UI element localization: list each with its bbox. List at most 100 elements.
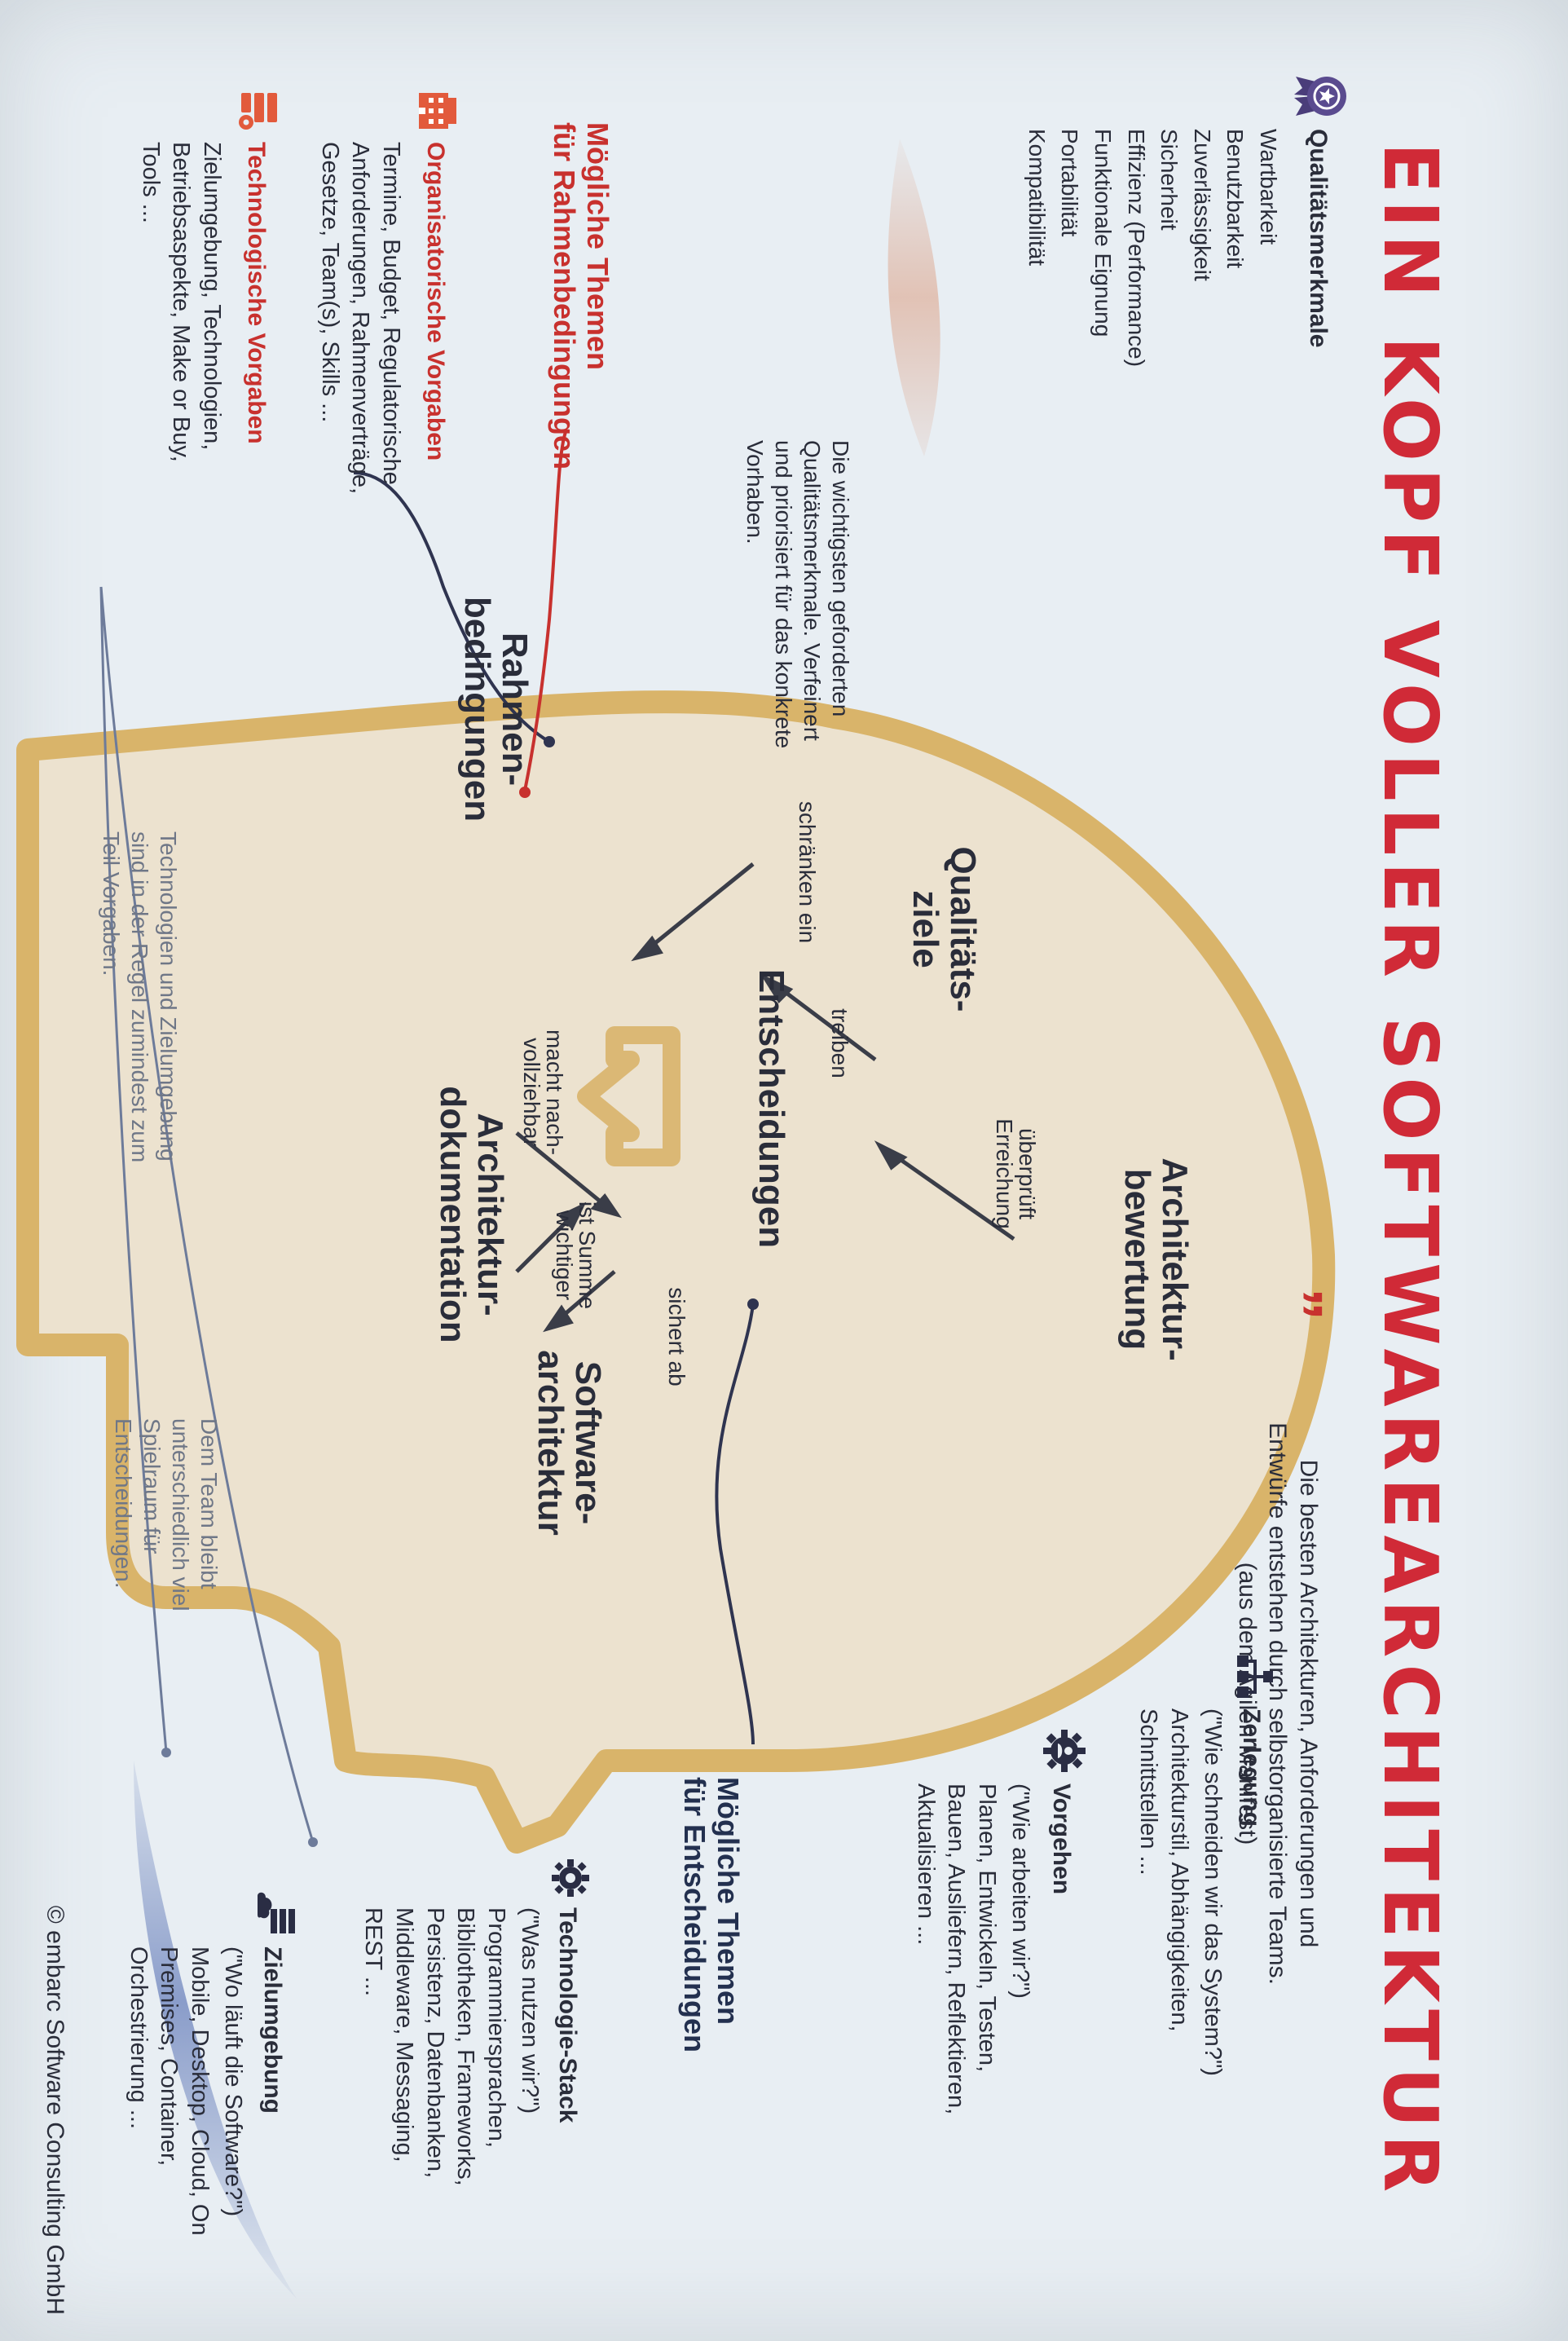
org-text-line: Termine, Budget, Regulatorische bbox=[378, 142, 404, 485]
vorgehen-title: Vorgehen bbox=[1048, 1783, 1075, 1895]
quote-mark-icon: ” bbox=[1263, 1288, 1336, 1320]
zerlegung-section: Zerlegung ("Wie schneiden wir das System… bbox=[1133, 1655, 1275, 2176]
quality-section: Qualitätsmerkmale Wartbarkeit Benutzbark… bbox=[1020, 73, 1348, 530]
head-outline bbox=[16, 690, 1336, 1854]
ziel-text-line: Mobile, Desktop, Cloud, On bbox=[187, 1946, 213, 2236]
list-item: Zuverlässigkeit bbox=[1189, 129, 1215, 281]
node-softwarearchitektur: Software- architektur bbox=[531, 1320, 608, 1565]
vorgehen-text-line: Bauen, Ausliefern, Reflektieren, bbox=[943, 1783, 970, 2115]
stack-sub: ("Was nutzen wir?") bbox=[517, 1907, 543, 2114]
stack-title-row: Technologie-Stack bbox=[544, 1858, 590, 2315]
cloud-server-icon bbox=[248, 1891, 297, 1937]
node-label: dokumentation bbox=[432, 1086, 473, 1343]
edge-label: ist Summe bbox=[575, 1201, 600, 1310]
vorgehen-text-line: Planen, Entwickeln, Testen, bbox=[974, 1783, 1000, 2073]
org-text-line: Gesetze, Team(s), Skills ... bbox=[316, 142, 343, 423]
team-note: Dem Team bleibt unterschiedlich viel Spi… bbox=[109, 1418, 223, 1663]
constraints-heading-line: für Rahmenbedingungen bbox=[547, 122, 581, 470]
ziel-title: Zielumgebung bbox=[259, 1946, 286, 2114]
team-note-line: Dem Team bleibt bbox=[196, 1418, 222, 1589]
edge-label: überprüft bbox=[1015, 1127, 1040, 1220]
arrow-summe bbox=[515, 1213, 575, 1273]
tech-text: Zielumgebung, Technologien, Betriebsaspe… bbox=[134, 142, 227, 611]
node-label: ziele bbox=[905, 890, 945, 968]
gear-icon bbox=[544, 1858, 590, 1898]
arrow-nachvollziehbar bbox=[515, 1131, 608, 1208]
edge-label: vollziehbar bbox=[519, 1038, 544, 1147]
node-label: bewertung bbox=[1117, 1168, 1157, 1351]
decisions-heading-line: für Entscheidungen bbox=[677, 1777, 711, 2053]
node-qualitaetsziele: Qualitäts- ziele bbox=[905, 823, 983, 1035]
org-text: Termine, Budget, Regulatorische Anforder… bbox=[314, 142, 406, 611]
copyright: © embarc Software Consulting GmbH bbox=[42, 1905, 68, 2315]
stack-text: Programmiersprachen, Bibliotheken, Frame… bbox=[358, 1907, 511, 2315]
team-gear-icon bbox=[1035, 1728, 1087, 1774]
vorgehen-sub: ("Wie arbeiten wir?") bbox=[1007, 1783, 1033, 1999]
list-item: Funktionale Eignung bbox=[1090, 129, 1117, 337]
ziel-text: Mobile, Desktop, Cloud, On Premises, Con… bbox=[122, 1946, 214, 2315]
zerlegung-title: Zerlegung bbox=[1238, 1708, 1265, 1827]
edge-macht-nachvollziehbar: macht nach- vollziehbar bbox=[519, 1011, 567, 1174]
tech-note-line: Teil Vorgaben. bbox=[99, 831, 124, 977]
node-label: Architektur- bbox=[470, 1113, 510, 1316]
node-entscheidungen: Entscheidungen bbox=[751, 968, 791, 1249]
vorgehen-section: Vorgehen ("Wie arbeiten wir?") Planen, E… bbox=[910, 1728, 1087, 2250]
tech-note-line: sind in der Regel zumindest zum bbox=[127, 831, 152, 1163]
connector-tech-1 bbox=[99, 586, 168, 1753]
org-text-line: Anforderungen, Rahmenverträge, bbox=[347, 142, 374, 495]
node-label: bedingungen bbox=[456, 596, 497, 822]
decisions-heading-line: Mögliche Themen bbox=[711, 1777, 745, 2026]
connector-tech-2 bbox=[99, 586, 315, 1843]
edge-label: Erreichung bbox=[992, 1118, 1017, 1229]
node-architekturbewertung: Architektur- bewertung bbox=[1117, 1125, 1195, 1394]
team-note-line: Entscheidungen. bbox=[111, 1418, 136, 1589]
quality-note-line: und priorisiert für das konkrete bbox=[771, 440, 796, 749]
zerlegung-title-row: Zerlegung bbox=[1227, 1655, 1275, 2176]
list-item: Portabilität bbox=[1057, 129, 1083, 237]
connector-quality bbox=[353, 471, 551, 743]
tech-note: Technologien und Zielumgebung sind in de… bbox=[97, 831, 183, 1223]
stack-text-line: Middleware, Messaging, bbox=[390, 1907, 417, 2162]
decisions-heading: Mögliche Themen für Entscheidungen bbox=[677, 1777, 745, 2152]
edge-label: macht nach- bbox=[542, 1029, 567, 1156]
edge-sichert-ab: sichert ab bbox=[664, 1287, 689, 1387]
list-item: Effizienz (Performance) bbox=[1123, 129, 1149, 368]
list-item: Wartbarkeit bbox=[1256, 129, 1281, 245]
arrow-schraenken bbox=[645, 862, 755, 951]
ziel-section: Zielumgebung ("Wo läuft die Software?") … bbox=[122, 1891, 297, 2315]
ziel-text-line: Premises, Container, bbox=[156, 1946, 183, 2167]
tech-text-line: Betriebsaspekte, Make or Buy, bbox=[168, 142, 195, 462]
arrow-treiben bbox=[776, 985, 877, 1061]
edge-ueberprueft: überprüft Erreichung bbox=[992, 1084, 1040, 1263]
node-label: Architektur- bbox=[1155, 1157, 1195, 1361]
zerlegung-text-line: Architekturstil, Abhängigkeiten, bbox=[1166, 1708, 1192, 2032]
hierarchy-icon bbox=[1227, 1655, 1275, 1699]
node-architekturdokumentation: Architektur- dokumentation bbox=[432, 1060, 510, 1369]
m-logo bbox=[577, 1026, 680, 1166]
tech-text-line: Zielumgebung, Technologien, bbox=[199, 142, 225, 451]
zerlegung-sub: ("Wie schneiden wir das System?") bbox=[1200, 1708, 1226, 2076]
building-icon bbox=[411, 90, 460, 132]
quality-note-line: Vorhaben. bbox=[742, 440, 768, 544]
node-label: Qualitäts- bbox=[943, 846, 983, 1012]
org-title: Organisatorische Vorgaben bbox=[422, 142, 449, 461]
server-gear-icon bbox=[231, 90, 280, 132]
connector-constraints bbox=[523, 431, 567, 791]
ziel-sub: ("Wo läuft die Software?") bbox=[220, 1946, 246, 2217]
stack-text-line: Bibliotheken, Frameworks, bbox=[452, 1907, 479, 2186]
quality-title-row: Qualitätsmerkmale bbox=[1288, 73, 1348, 530]
stack-section: Technologie-Stack ("Was nutzen wir?") Pr… bbox=[358, 1858, 590, 2315]
constraints-heading: Mögliche Themen für Rahmenbedingungen bbox=[547, 122, 614, 530]
quality-title: Qualitätsmerkmale bbox=[1305, 129, 1332, 348]
constraints-heading-line: Mögliche Themen bbox=[581, 122, 614, 371]
quote-line: Die besten Architekturen, Anforderungen … bbox=[1295, 1459, 1322, 1948]
node-rahmenbedingungen: Rahmen- bedingungen bbox=[456, 587, 535, 831]
stack-text-line: Programmiersprachen, bbox=[483, 1907, 509, 2148]
tech-title-row: Technologische Vorgaben bbox=[231, 90, 280, 611]
arrow-sichert bbox=[556, 1270, 616, 1322]
page-title: EIN KOPF VOLLER SOFTWAREARCHITEKTUR bbox=[1367, 142, 1454, 2199]
connector-decisions bbox=[715, 1303, 755, 1745]
arrow-ueberprueft bbox=[890, 1151, 1015, 1241]
